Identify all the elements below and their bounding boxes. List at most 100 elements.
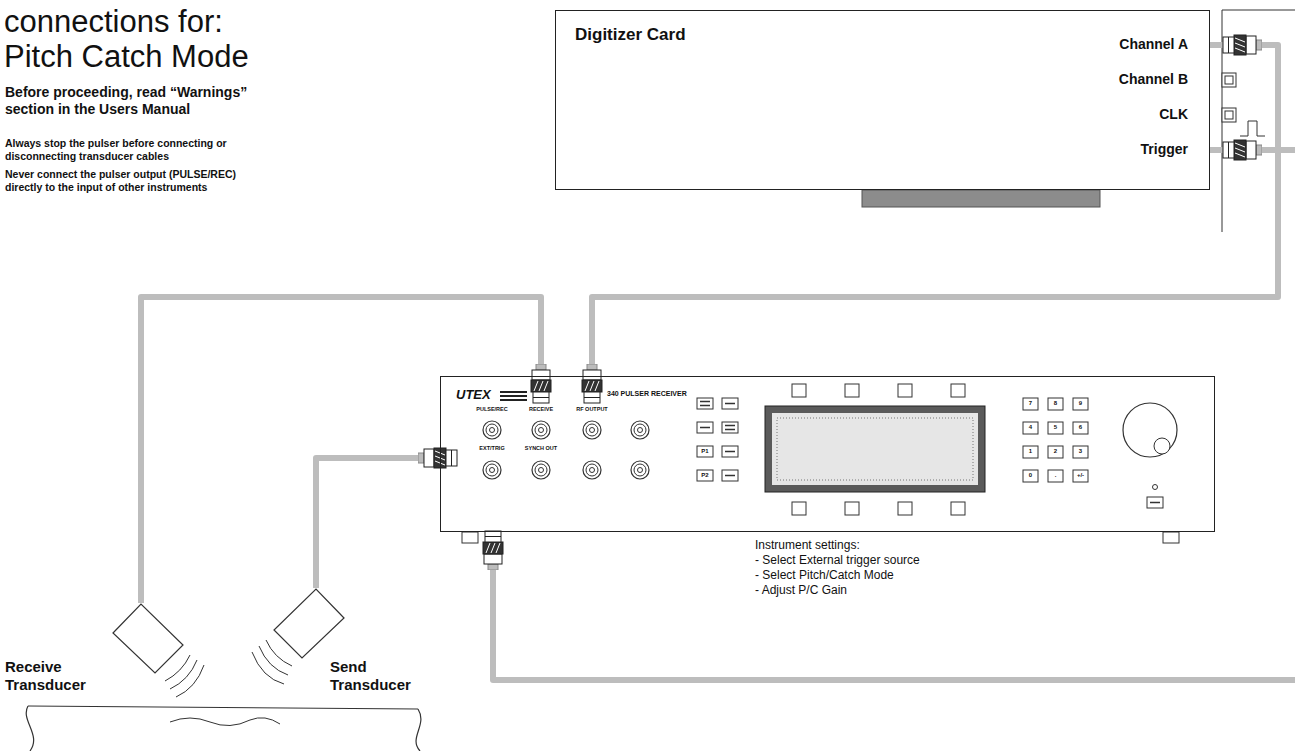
port-label: CLK bbox=[1068, 106, 1188, 123]
settings-note: - Select External trigger source bbox=[755, 553, 1015, 567]
keypad-label: 1 bbox=[1023, 448, 1038, 455]
keypad-label: 0 bbox=[1023, 472, 1038, 479]
bnc-jack bbox=[631, 421, 649, 439]
bnc-jack bbox=[1222, 73, 1236, 87]
bnc-jack bbox=[483, 461, 501, 479]
keypad-key bbox=[1073, 422, 1088, 434]
coax-cable bbox=[592, 45, 1278, 376]
connector-label: RECEIVE bbox=[521, 406, 561, 413]
diagram-title: connections for: Pitch Catch Mode bbox=[4, 4, 274, 74]
keypad-label: 2 bbox=[1048, 448, 1063, 455]
soft-key bbox=[951, 384, 965, 397]
pulse-symbol bbox=[1240, 121, 1265, 136]
keypad-key bbox=[1073, 446, 1088, 458]
settings-note: Instrument settings: bbox=[755, 538, 1015, 552]
bnc-jack bbox=[583, 461, 601, 479]
bnc-jack bbox=[631, 461, 649, 479]
receive-transducer: Receive Transducer bbox=[113, 603, 185, 675]
card-title: Digitizer Card bbox=[575, 25, 686, 45]
keypad-key bbox=[1048, 470, 1063, 482]
safety-note: Never connect the pulser output (PULSE/R… bbox=[5, 168, 255, 194]
keypad-label: +/- bbox=[1073, 472, 1088, 479]
bnc-plug bbox=[418, 448, 457, 468]
bnc-jack bbox=[1225, 76, 1233, 84]
safety-note: Always stop the pulser before connecting… bbox=[5, 137, 255, 163]
power-button bbox=[1147, 497, 1163, 508]
instrument-foot bbox=[462, 532, 478, 543]
bnc-plug bbox=[483, 531, 503, 570]
bnc-plug bbox=[1223, 140, 1262, 160]
soft-key bbox=[792, 384, 806, 397]
logo-stripes bbox=[500, 392, 527, 400]
keypad-label: 3 bbox=[1073, 448, 1088, 455]
bnc-jack bbox=[483, 421, 501, 439]
connector-label: PULSE/REC bbox=[472, 406, 512, 413]
warning-note: Before proceeding, read “Warnings” secti… bbox=[5, 84, 275, 118]
keypad-key bbox=[1048, 398, 1063, 410]
button-glyph bbox=[700, 402, 735, 476]
soft-key bbox=[951, 502, 965, 515]
sound-waves bbox=[165, 655, 204, 697]
send-transducer: Send Transducer bbox=[272, 588, 344, 660]
port-label: Trigger bbox=[1068, 141, 1188, 158]
bnc-jack bbox=[1225, 111, 1233, 119]
keypad-label: 9 bbox=[1073, 400, 1088, 407]
keypad-key bbox=[1023, 446, 1038, 458]
keypad-key bbox=[1073, 398, 1088, 410]
transducer-outline bbox=[113, 603, 185, 675]
soft-key bbox=[898, 384, 912, 397]
bnc-jack bbox=[583, 421, 601, 439]
pulser-receiver-panel: UTEX 340 PULSER RECEIVER bbox=[440, 376, 1215, 532]
keypad-key bbox=[1048, 422, 1063, 434]
specimen-edge bbox=[416, 709, 421, 751]
display-border bbox=[777, 418, 973, 480]
keypad-key bbox=[1073, 470, 1088, 482]
specimen-flaw bbox=[170, 718, 280, 726]
bnc-jack bbox=[532, 421, 550, 439]
keypad-label: 6 bbox=[1073, 424, 1088, 431]
keypad-label: 8 bbox=[1048, 400, 1063, 407]
sound-waves bbox=[252, 640, 292, 684]
instrument-foot bbox=[1163, 532, 1179, 543]
specimen-edge bbox=[26, 706, 33, 751]
button-glyph bbox=[1150, 502, 1160, 504]
status-led bbox=[1153, 485, 1158, 490]
soft-key bbox=[845, 502, 859, 515]
panel-button bbox=[697, 470, 713, 481]
brand-logo: UTEX bbox=[456, 387, 491, 403]
soft-key bbox=[898, 502, 912, 515]
bnc-jack bbox=[532, 461, 550, 479]
panel-button bbox=[722, 422, 738, 433]
transducer-body bbox=[113, 604, 183, 673]
card-edge-connector bbox=[862, 190, 1100, 207]
transducer-label: Receive Transducer bbox=[5, 658, 100, 694]
bnc-plug bbox=[531, 364, 551, 403]
settings-note: - Select Pitch/Catch Mode bbox=[755, 568, 1015, 582]
coax-cable bbox=[493, 150, 1295, 680]
transducer-body bbox=[274, 589, 344, 658]
keypad-label: 4 bbox=[1023, 424, 1038, 431]
keypad-key bbox=[1023, 398, 1038, 410]
keypad-key bbox=[1023, 422, 1038, 434]
display-screen bbox=[772, 413, 978, 485]
control-knob bbox=[1123, 403, 1177, 457]
keypad-key bbox=[1023, 470, 1038, 482]
display-frame bbox=[765, 406, 985, 492]
transducer-outline bbox=[272, 588, 344, 660]
coax-cable bbox=[141, 297, 541, 603]
keypad-label: . bbox=[1048, 472, 1063, 479]
bnc-jack bbox=[1222, 108, 1236, 122]
panel-button bbox=[697, 446, 713, 457]
transducer-label: Send Transducer bbox=[330, 658, 425, 694]
keypad-label: 5 bbox=[1048, 424, 1063, 431]
model-name: 340 PULSER RECEIVER bbox=[606, 390, 688, 398]
coax-cable bbox=[316, 458, 440, 588]
panel-button bbox=[697, 398, 713, 409]
settings-note: - Adjust P/C Gain bbox=[755, 583, 1015, 597]
mounting-bracket bbox=[1222, 10, 1295, 232]
digitizer-card: Digitizer Card bbox=[555, 10, 1210, 190]
connector-label: EXT/TRIG bbox=[472, 445, 512, 452]
specimen-surface bbox=[28, 706, 418, 709]
connector-label: SYNCH OUT bbox=[521, 445, 561, 452]
